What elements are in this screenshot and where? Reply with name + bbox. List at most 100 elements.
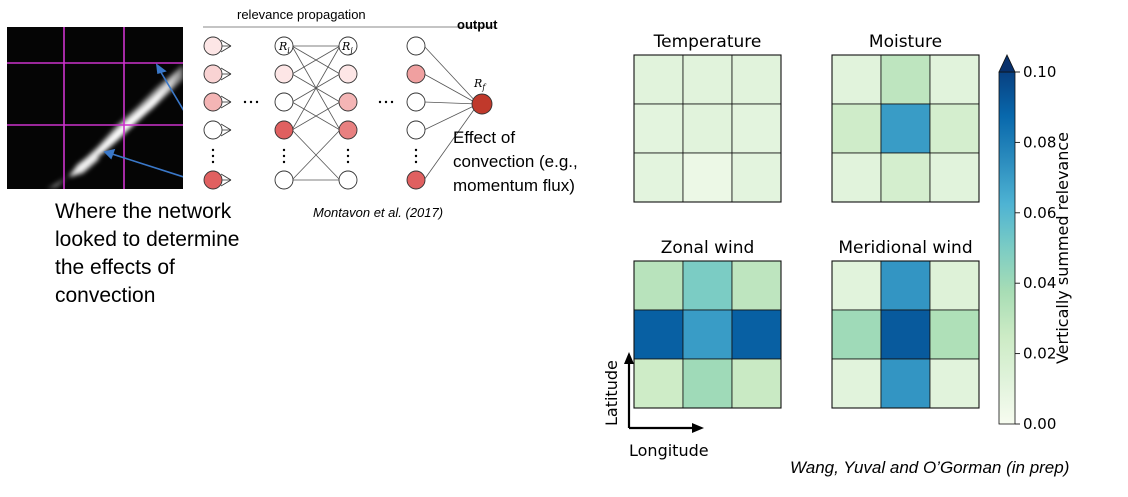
- colorbar-tick-label: 0.04: [1023, 274, 1056, 292]
- neuron: [338, 92, 358, 112]
- axis-arrows: [624, 352, 704, 433]
- colorbar-tick-label: 0.02: [1023, 345, 1056, 363]
- neuron: [274, 36, 294, 56]
- neuron: [274, 64, 294, 84]
- heatmap-cell: [929, 260, 980, 311]
- caption-line: convection: [55, 284, 156, 307]
- credit: Wang, Yuval and O’Gorman (in prep): [790, 458, 1070, 477]
- neuron: [338, 120, 358, 140]
- heatmap-cell: [633, 103, 684, 154]
- heatmap-cell: [831, 54, 882, 105]
- node-label-rf: Rf: [473, 77, 487, 92]
- heatmap-cell: [633, 358, 684, 409]
- neuron: [406, 64, 426, 84]
- neuron: [406, 36, 426, 56]
- neuron: [274, 92, 294, 112]
- heatmap-cell: [731, 103, 782, 154]
- heatmap-cell: [633, 54, 684, 105]
- heatmap-cell: [929, 152, 980, 203]
- colorbar-tick-label: 0.00: [1023, 415, 1056, 433]
- heatmap-cell: [880, 358, 931, 409]
- colorbar-tick-label: 0.10: [1023, 63, 1056, 81]
- heatmap-cell: [731, 309, 782, 360]
- effect-line: Effect of: [453, 128, 516, 147]
- neuron: [406, 120, 426, 140]
- heatmap-cell: [880, 152, 931, 203]
- heatmap-cell: [929, 309, 980, 360]
- x-axis-label: Longitude: [629, 441, 709, 460]
- caption-line: Where the network: [55, 200, 232, 223]
- heatmap-cell: [633, 309, 684, 360]
- heatmap-cell: [880, 103, 931, 154]
- output-label: output: [457, 17, 498, 32]
- heatmap-cell: [831, 103, 882, 154]
- grid-lines: [7, 27, 183, 189]
- heatmap-cell: [682, 103, 733, 154]
- heatmap-cell: [682, 358, 733, 409]
- neuron: [203, 120, 223, 140]
- neuron: [338, 36, 358, 56]
- heatmap-cell: [929, 358, 980, 409]
- heatmap-cell: [880, 260, 931, 311]
- heatmap-cell: [929, 103, 980, 154]
- colorbar-label: Vertically summed relevance: [1053, 132, 1072, 364]
- neuron: [203, 92, 223, 112]
- node-label-rj: Rj: [341, 40, 353, 55]
- heatmap-panel: Moisture: [831, 32, 980, 203]
- heatmap-cell: [682, 260, 733, 311]
- heatmap-cell: [929, 54, 980, 105]
- heatmap-cell: [731, 152, 782, 203]
- heatmap-cell: [731, 54, 782, 105]
- neuron: [203, 64, 223, 84]
- heatmap-cell: [633, 152, 684, 203]
- input-arrows: [220, 39, 232, 187]
- heatmap-cell: [731, 260, 782, 311]
- heatmap-cell: [731, 358, 782, 409]
- panel-frame: [831, 54, 980, 203]
- panel-title: Temperature: [653, 32, 762, 52]
- neuron: [203, 36, 223, 56]
- heatmap-panel: Meridional wind: [831, 238, 980, 409]
- relevance-network-diagram: relevance propagation output: [203, 7, 498, 190]
- effect-line: momentum flux): [453, 176, 575, 195]
- caption: Where the network looked to determine th…: [55, 198, 275, 310]
- heatmap-cell: [880, 54, 931, 105]
- caption-line: the effects of: [55, 256, 175, 279]
- node-label-ri: Ri: [278, 40, 290, 55]
- colorbar-scale: [998, 71, 1016, 425]
- neuron: [338, 170, 358, 190]
- panel-title: Zonal wind: [661, 238, 755, 258]
- colorbar-tick-label: 0.06: [1023, 204, 1056, 222]
- neurons: [203, 36, 493, 190]
- colorbar-extend-arrow: [998, 54, 1016, 73]
- neuron: [274, 170, 294, 190]
- heatmap-cell: [831, 309, 882, 360]
- neuron: [338, 64, 358, 84]
- heatmap-cell: [682, 309, 733, 360]
- neuron: [203, 170, 223, 190]
- panel-frame: [633, 260, 782, 409]
- pointer-arrows: [103, 63, 183, 178]
- caption-line: looked to determine: [55, 228, 240, 251]
- y-axis-label: Latitude: [602, 360, 621, 426]
- heatmap-panel: Temperature: [633, 32, 782, 203]
- heatmap-cell: [831, 358, 882, 409]
- heatmap-panel: Zonal wind: [633, 238, 782, 409]
- heatmap-cell: [831, 152, 882, 203]
- relevance-propagation-label: relevance propagation: [237, 7, 366, 22]
- heatmap-cell: [682, 54, 733, 105]
- heatmap-cell: [831, 260, 882, 311]
- panel-title: Meridional wind: [838, 238, 972, 258]
- convection-cloud: [47, 65, 183, 189]
- neuron: [406, 92, 426, 112]
- citation: Montavon et al. (2017): [313, 205, 444, 220]
- satellite-image: [7, 27, 183, 189]
- colorbar-tick-label: 0.08: [1023, 133, 1056, 151]
- panel-frame: [831, 260, 980, 409]
- effect-line: convection (e.g.,: [453, 152, 578, 171]
- ellipsis-dots: [211, 100, 418, 164]
- network-connections: [291, 45, 479, 181]
- neuron: [274, 120, 294, 140]
